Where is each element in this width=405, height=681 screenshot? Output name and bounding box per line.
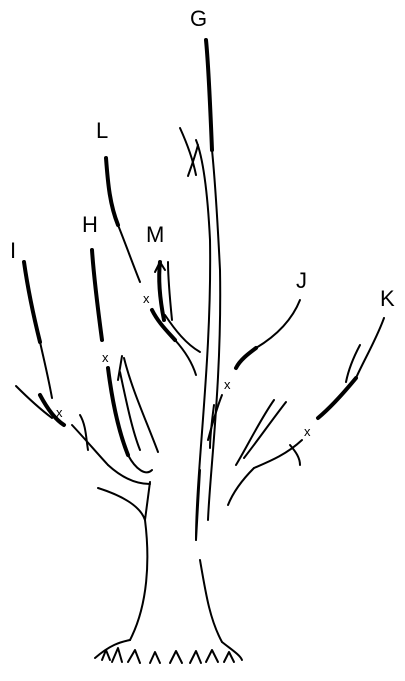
- label-h: H: [82, 212, 98, 237]
- label-l: L: [96, 118, 108, 143]
- label-g: G: [190, 6, 207, 31]
- label-m: M: [146, 222, 164, 247]
- branch-i: [16, 262, 150, 484]
- label-i: I: [10, 238, 16, 263]
- branch-k: [228, 318, 384, 505]
- trunk: [98, 470, 222, 642]
- roots: [95, 640, 242, 663]
- cut-mark-k: x: [304, 424, 311, 439]
- cut-mark-h: x: [102, 350, 109, 365]
- cut-mark-l: x: [143, 291, 150, 306]
- cut-mark-j: x: [224, 377, 231, 392]
- label-j: J: [296, 268, 307, 293]
- branch-m: [155, 262, 172, 320]
- cut-mark-i: x: [56, 405, 63, 420]
- branch-g: [180, 40, 220, 540]
- branch-j: [208, 300, 300, 448]
- label-k: K: [380, 286, 395, 311]
- branch-l: [106, 158, 200, 375]
